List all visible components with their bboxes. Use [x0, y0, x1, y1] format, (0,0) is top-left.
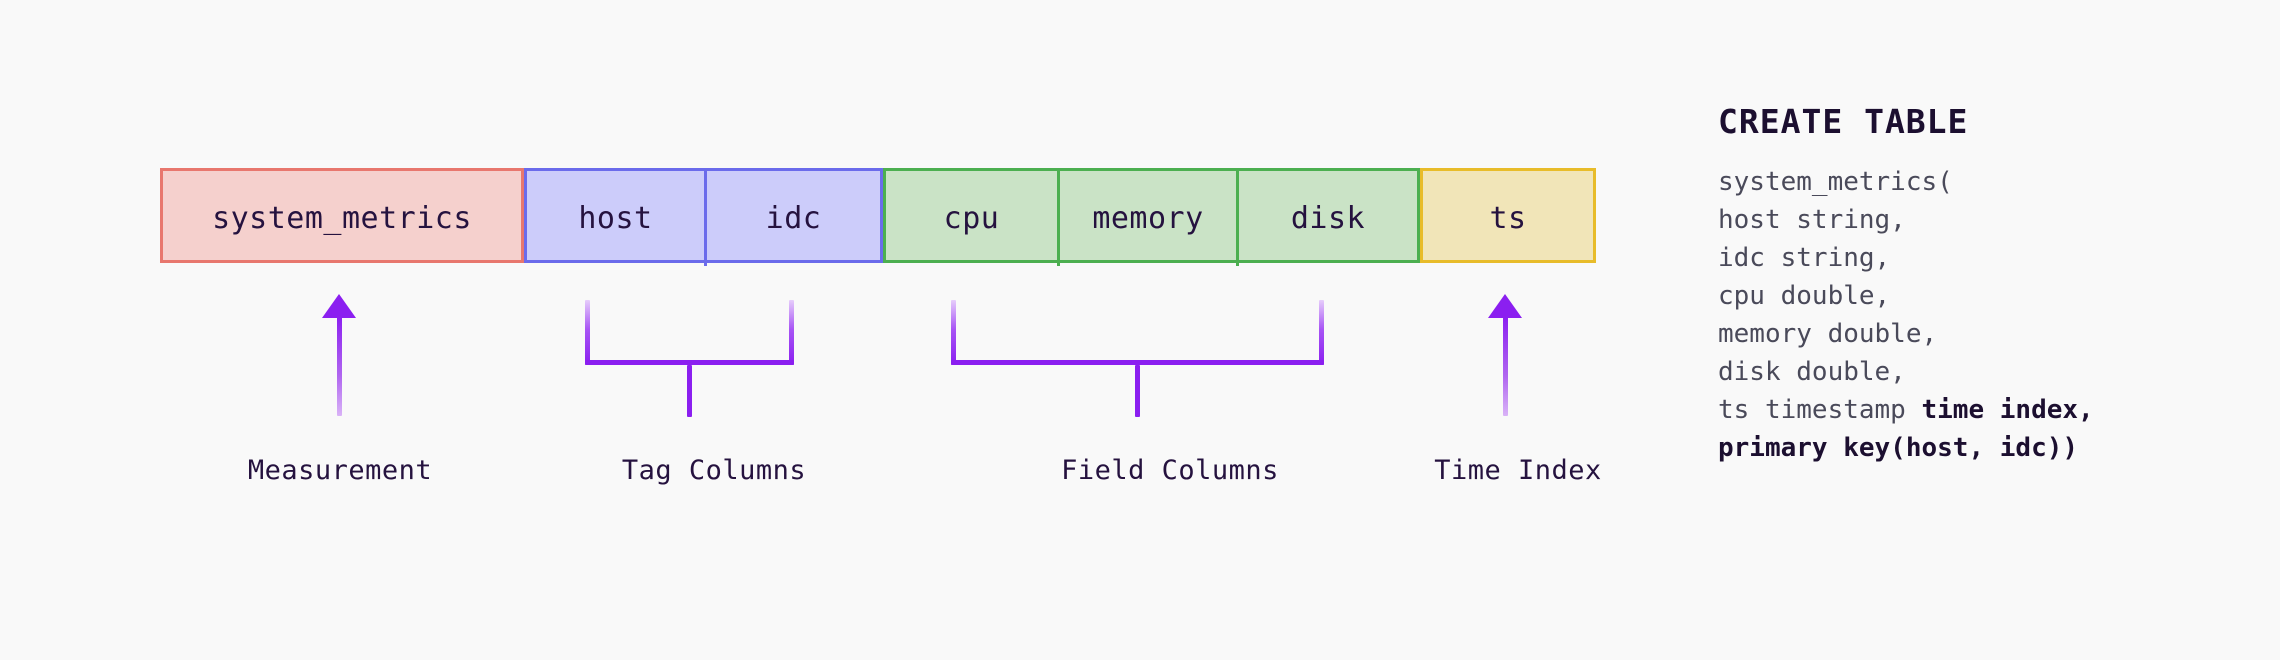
sql-line: idc string,: [1718, 239, 2238, 277]
sql-statement: system_metrics(host string, idc string, cp…: [1718, 163, 2238, 467]
bracket-base: [951, 360, 1324, 365]
sql-title: CREATE TABLE: [1718, 102, 1969, 141]
annotation-label-measurement: Measurement: [247, 455, 433, 486]
annotation-label-field-columns: Field Columns: [1061, 455, 1279, 486]
column-cell-ts[interactable]: ts: [1489, 201, 1527, 236]
sql-keyword: time index,: [1921, 395, 2094, 425]
column-cell-memory[interactable]: memory: [1057, 171, 1236, 266]
sql-line: system_metrics(: [1718, 163, 2238, 201]
column-cell-idc[interactable]: idc: [704, 171, 880, 266]
column-group-field: cpu memory disk: [883, 168, 1420, 266]
sql-line: ts timestamp time index,: [1718, 391, 2238, 429]
arrow-head-icon: [1488, 294, 1522, 318]
sql-text: system_metrics(: [1718, 167, 1953, 197]
annotation-label-time-index: Time Index: [1434, 455, 1602, 486]
arrow-stem: [337, 316, 342, 416]
bracket-stem: [687, 365, 692, 417]
annotation-label-tag-columns: Tag Columns: [621, 455, 807, 486]
sql-text: memory double,: [1718, 319, 1938, 349]
column-group-time-index: ts: [1420, 168, 1596, 263]
bracket-right-arm: [789, 300, 794, 365]
arrow-stem: [1503, 316, 1508, 416]
column-group-measurement: system_metrics: [160, 168, 524, 263]
sql-line: disk double,: [1718, 353, 2238, 391]
sql-panel: CREATE TABLE system_metrics(host string,…: [1718, 102, 2238, 467]
arrow-head-icon: [322, 294, 356, 318]
column-cell-disk[interactable]: disk: [1236, 171, 1417, 266]
sql-text: host string,: [1718, 205, 1906, 235]
sql-line: cpu double,: [1718, 277, 2238, 315]
sql-text: ts timestamp: [1718, 395, 1922, 425]
schema-strip: system_metrics host idc cpu memory disk …: [160, 168, 1596, 266]
sql-line: host string,: [1718, 201, 2238, 239]
sql-line: memory double,: [1718, 315, 2238, 353]
sql-text: idc string,: [1718, 243, 1891, 273]
column-group-tag: host idc: [524, 168, 883, 266]
column-cell-host[interactable]: host: [578, 201, 653, 236]
sql-keyword: primary key(host, idc)): [1718, 433, 2079, 463]
sql-text: cpu double,: [1718, 281, 1891, 311]
column-cell-cpu[interactable]: cpu: [943, 201, 1000, 236]
bracket-left-arm: [951, 300, 956, 365]
column-cell-measurement[interactable]: system_metrics: [212, 201, 472, 236]
bracket-right-arm: [1319, 300, 1324, 365]
sql-line: primary key(host, idc)): [1718, 429, 2238, 467]
bracket-left-arm: [585, 300, 590, 365]
bracket-base: [585, 360, 794, 365]
sql-text: disk double,: [1718, 357, 1906, 387]
bracket-stem: [1135, 365, 1140, 417]
